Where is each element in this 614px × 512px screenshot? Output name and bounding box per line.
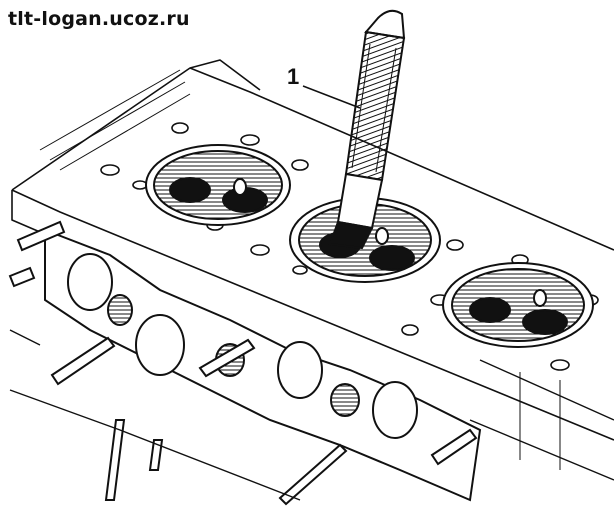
tool-drift [328, 9, 406, 250]
studs [8, 220, 478, 506]
callout-label-1: 1 [287, 64, 300, 89]
site-watermark: tlt-logan.ucoz.ru [8, 8, 190, 30]
combustion-chamber-1 [145, 144, 291, 226]
head-deck-outline [11, 59, 614, 441]
combustion-chamber-3 [442, 262, 594, 348]
callout-1-leader [302, 85, 361, 109]
